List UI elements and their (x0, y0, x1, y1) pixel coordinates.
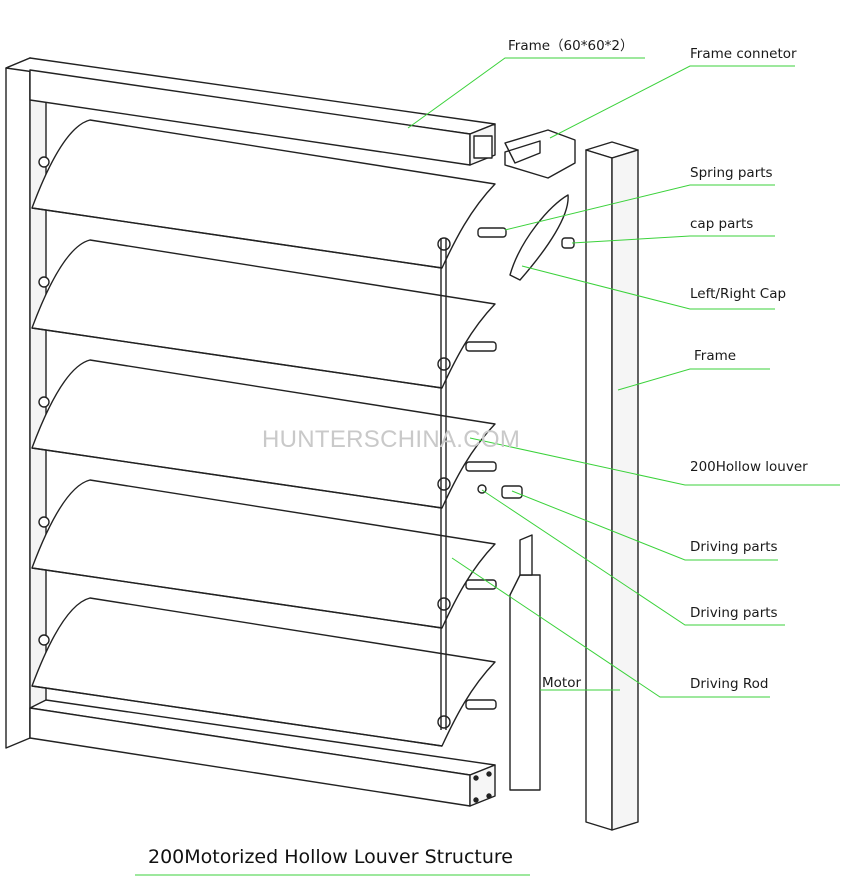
label-motor: Motor (542, 675, 582, 691)
label-frame-top: Frame（60*60*2） (508, 38, 634, 54)
louver-blade (31, 359, 496, 509)
label-frame-connector: Frame connetor (690, 46, 797, 62)
louver-blade-edge (31, 327, 443, 389)
label-left-right-cap: Left/Right Cap (690, 286, 787, 302)
louver-blade (31, 239, 496, 389)
blade-pivot-pin (38, 516, 50, 528)
blade-pivot-pin (38, 396, 50, 408)
label-driving-parts-2: Driving parts (690, 605, 778, 621)
label-hollow-louver: 200Hollow louver (690, 459, 808, 475)
top-rail-hole (473, 135, 493, 159)
louver-blade (31, 479, 496, 629)
watermark: HUNTERSCHINA.COM (262, 426, 521, 453)
louver-blade-edge (31, 567, 443, 629)
louver-blade-edge (31, 685, 443, 747)
label-driving-parts-1: Driving parts (690, 539, 778, 555)
louver-blade-edge (31, 447, 443, 509)
left-right-cap (509, 194, 569, 281)
blade-pivot-pin (38, 156, 50, 168)
label-cap-parts: cap parts (690, 216, 754, 232)
motor-body (509, 574, 541, 791)
right-post-right (611, 149, 639, 831)
blade-pivot-pin (38, 634, 50, 646)
louver-blade (31, 597, 496, 747)
rod-connector (437, 715, 451, 729)
left-post (5, 57, 31, 749)
rod-connector (437, 597, 451, 611)
right-post-left (585, 149, 613, 831)
label-driving-rod: Driving Rod (690, 676, 769, 692)
rod-connector (437, 357, 451, 371)
motor-shaft (519, 534, 533, 576)
rod-connector (437, 237, 451, 251)
label-spring-parts: Spring parts (690, 165, 773, 181)
blade-pivot-pin (38, 276, 50, 288)
frame-connector (504, 129, 576, 179)
louver-blade (31, 119, 496, 269)
diagram-title: 200Motorized Hollow Louver Structure (148, 846, 513, 868)
louver-blade-edge (31, 207, 443, 269)
rod-connector (437, 477, 451, 491)
label-frame: Frame (694, 348, 737, 364)
